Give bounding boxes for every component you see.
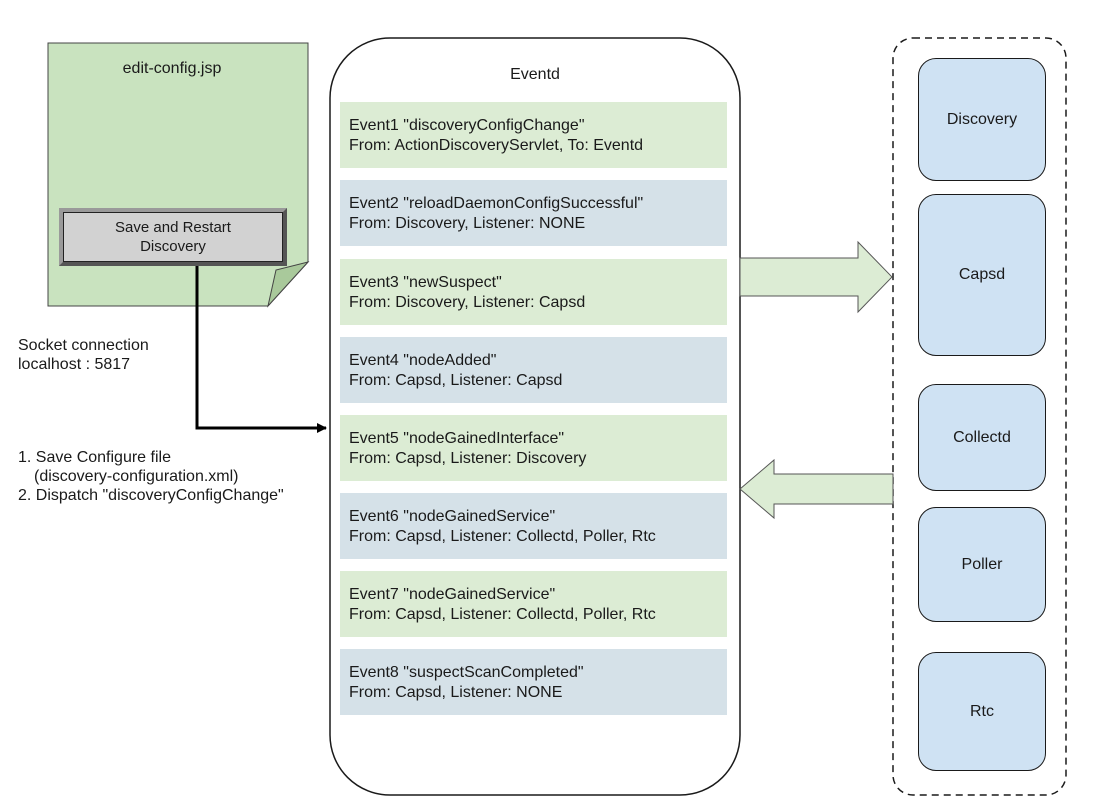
send-arrow-left	[739, 458, 894, 520]
event-box: Event1 "discoveryConfigChange" From: Act…	[340, 102, 727, 168]
event-route: From: Discovery, Listener: Capsd	[349, 294, 586, 311]
event-name: Event5 "nodeGainedInterface"	[349, 430, 565, 447]
daemon-discovery: Discovery	[918, 58, 1046, 181]
event-box: Event7 "nodeGainedService" From: Capsd, …	[340, 571, 727, 637]
daemon-poller: Poller	[918, 507, 1046, 622]
event-route: From: ActionDiscoveryServlet, To: Eventd	[349, 137, 644, 154]
jsp-page-title: edit-config.jsp	[122, 60, 222, 77]
event-name: Event8 "suspectScanCompleted"	[349, 664, 584, 681]
save-and-restart-button-face: Save and Restart Discovery	[63, 212, 283, 262]
daemon-capsd: Capsd	[918, 194, 1046, 356]
event-name: Event4 "nodeAdded"	[349, 352, 497, 369]
steps-note: 1. Save Configure file (discovery-config…	[18, 448, 284, 505]
event-route: From: Capsd, Listener: Collectd, Poller,…	[349, 528, 656, 545]
event-name: Event1 "discoveryConfigChange"	[349, 117, 585, 134]
steps-note-line3: 2. Dispatch "discoveryConfigChange"	[18, 487, 284, 504]
jsp-page-fold	[267, 261, 310, 308]
jsp-page-shape	[47, 42, 309, 307]
eventd-title: Eventd	[510, 66, 560, 83]
event-name: Event7 "nodeGainedService"	[349, 586, 556, 603]
event-box: Event6 "nodeGainedService" From: Capsd, …	[340, 493, 727, 559]
event-box: Event2 "reloadDaemonConfigSuccessful" Fr…	[340, 180, 727, 246]
event-box: Event8 "suspectScanCompleted" From: Caps…	[340, 649, 727, 715]
save-and-restart-button[interactable]: Save and Restart Discovery	[59, 208, 287, 266]
daemon-rtc: Rtc	[918, 652, 1046, 771]
event-route: From: Capsd, Listener: NONE	[349, 684, 563, 701]
button-label-line1: Save and Restart	[115, 219, 231, 236]
dispatch-arrow-right	[739, 240, 893, 314]
event-name: Event6 "nodeGainedService"	[349, 508, 556, 525]
steps-note-line2: (discovery-configuration.xml)	[34, 468, 239, 485]
daemon-collectd: Collectd	[918, 384, 1046, 491]
socket-connection-note: Socket connection localhost : 5817	[18, 336, 149, 374]
event-route: From: Capsd, Listener: Discovery	[349, 450, 587, 467]
socket-connection-arrow	[195, 262, 327, 433]
event-name: Event2 "reloadDaemonConfigSuccessful"	[349, 195, 644, 212]
socket-note-line1: Socket connection	[18, 337, 149, 354]
event-box: Event4 "nodeAdded" From: Capsd, Listener…	[340, 337, 727, 403]
event-box: Event5 "nodeGainedInterface" From: Capsd…	[340, 415, 727, 481]
steps-note-line1: 1. Save Configure file	[18, 449, 171, 466]
event-route: From: Discovery, Listener: NONE	[349, 215, 586, 232]
event-name: Event3 "newSuspect"	[349, 274, 502, 291]
event-route: From: Capsd, Listener: Collectd, Poller,…	[349, 606, 656, 623]
event-box: Event3 "newSuspect" From: Discovery, Lis…	[340, 259, 727, 325]
socket-note-line2: localhost : 5817	[18, 356, 131, 373]
button-label-line2: Discovery	[140, 238, 206, 255]
daemon-group-container	[892, 37, 1067, 796]
event-route: From: Capsd, Listener: Capsd	[349, 372, 563, 389]
